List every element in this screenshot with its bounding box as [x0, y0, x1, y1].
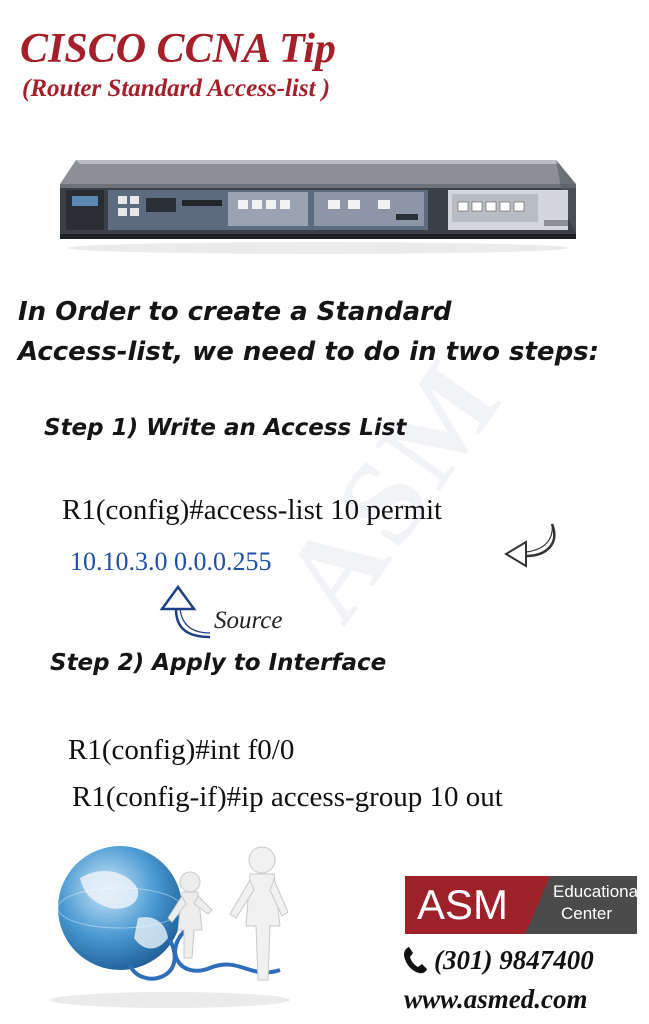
- watermark: ASM: [255, 333, 529, 644]
- logo-red-block: ASM: [405, 876, 550, 934]
- intro-line-2: Access-list, we need to do in two steps:: [18, 337, 600, 367]
- logo-subtext-1: Educational: [553, 882, 642, 901]
- page-subtitle: (Router Standard Access-list ): [22, 75, 331, 102]
- phone-number: (301) 9847400: [434, 945, 594, 975]
- logo-subtext-2: Center: [561, 904, 613, 923]
- page-title: CISCO CCNA Tip: [20, 26, 336, 72]
- globe-people-image: [50, 846, 290, 1008]
- interface-command: R1(config)#int f0/0: [68, 734, 295, 766]
- source-address: 10.10.3.0 0.0.0.255: [70, 547, 272, 576]
- access-group-command: R1(config-if)#ip access-group 10 out: [72, 781, 503, 813]
- step-1-label: Step 1) Write an Access List: [44, 415, 407, 441]
- up-arrow-icon: [159, 585, 211, 639]
- website-url: www.asmed.com: [404, 984, 588, 1014]
- router-image: [60, 160, 576, 254]
- asm-logo: ASM Educational Center: [405, 876, 642, 934]
- access-list-command: R1(config)#access-list 10 permit: [62, 494, 443, 526]
- intro-text: In Order to create a Standard Access-lis…: [18, 292, 638, 372]
- source-annotation: Source: [214, 607, 283, 634]
- curved-arrow-icon: [504, 523, 556, 568]
- intro-line-1: In Order to create a Standard: [18, 297, 452, 327]
- phone-icon: [404, 947, 427, 974]
- step-2-label: Step 2) Apply to Interface: [50, 650, 387, 676]
